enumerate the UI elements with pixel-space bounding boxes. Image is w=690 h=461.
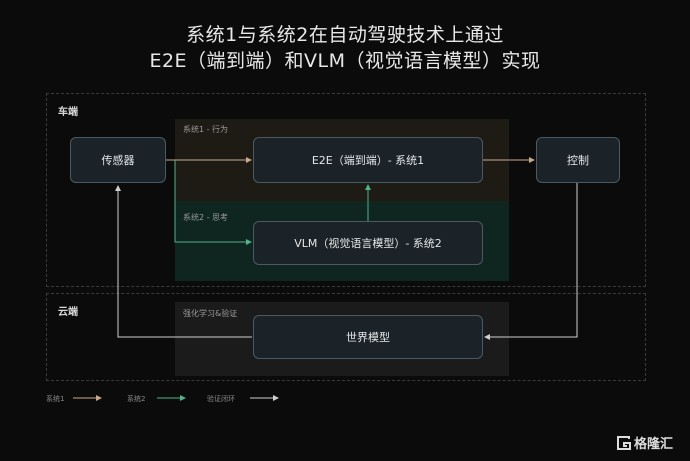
cloud-region-label: 云端 [58,307,78,318]
brand-name: 格隆汇 [634,437,674,452]
vehicle-region [46,93,646,287]
title-line-1: 系统1与系统2在自动驾驶技术上通过 [186,24,504,46]
sensor-node: 传感器 [70,137,166,183]
vlm-node: VLM（视觉语言模型）- 系统2 [253,221,483,265]
brand-watermark: 格隆汇 [617,433,673,452]
legend-system2-label: 系统2 [127,395,146,403]
cloud-region [46,293,646,381]
arrow-world-model-to-sensor [115,185,252,338]
vehicle-region-label: 车端 [58,107,78,118]
system1-area-label: 系统1 - 行为 [183,125,229,134]
arrow-sensor-to-vlm [174,160,252,245]
title-line-2: E2E（端到端）和VLM（视觉语言模型）实现 [149,50,541,72]
e2e-node: E2E（端到端）- 系统1 [253,137,483,183]
legend-loop-label: 验证闭环 [207,395,235,403]
system2-area-label: 系统2 - 思考 [183,213,229,222]
legend-system1-label: 系统1 [46,395,65,403]
arrow-control-to-world-model [484,183,578,340]
control-node: 控制 [536,137,620,183]
gelonghui-logo-icon [617,435,631,450]
rl-area-label: 强化学习&验证 [183,309,238,318]
world-model-node: 世界模型 [253,315,483,359]
